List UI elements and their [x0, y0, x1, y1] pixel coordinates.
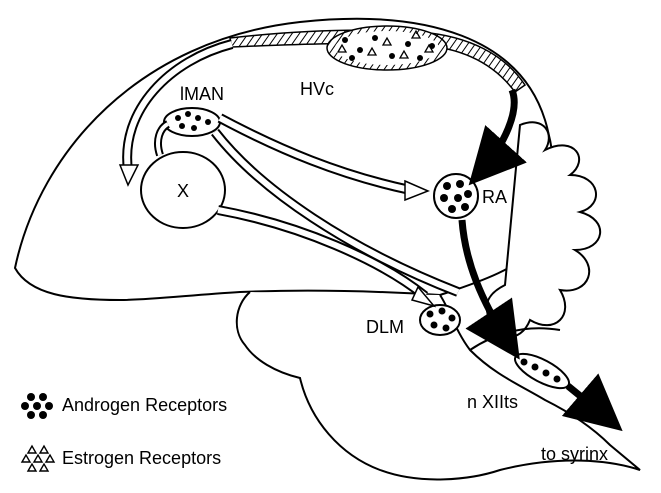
legend-androgen-label: Androgen Receptors: [62, 395, 227, 416]
label-nxiits: n XIIts: [467, 393, 518, 411]
legend-androgen: Androgen Receptors: [20, 390, 227, 420]
label-to-syrinx: to syrinx: [541, 445, 608, 463]
estrogen-marker-icon: [20, 443, 56, 473]
label-x: X: [177, 182, 189, 200]
legend-estrogen: Estrogen Receptors: [20, 443, 221, 473]
legend-estrogen-label: Estrogen Receptors: [62, 448, 221, 469]
androgen-marker-icon: [20, 390, 56, 420]
label-hvc: HVc: [300, 80, 334, 98]
label-lman: lMAN: [180, 85, 224, 103]
label-ra: RA: [482, 188, 507, 206]
lman-nucleus: [164, 108, 220, 136]
telencephalon-outline: [15, 19, 554, 300]
label-dlm: DLM: [366, 318, 404, 336]
